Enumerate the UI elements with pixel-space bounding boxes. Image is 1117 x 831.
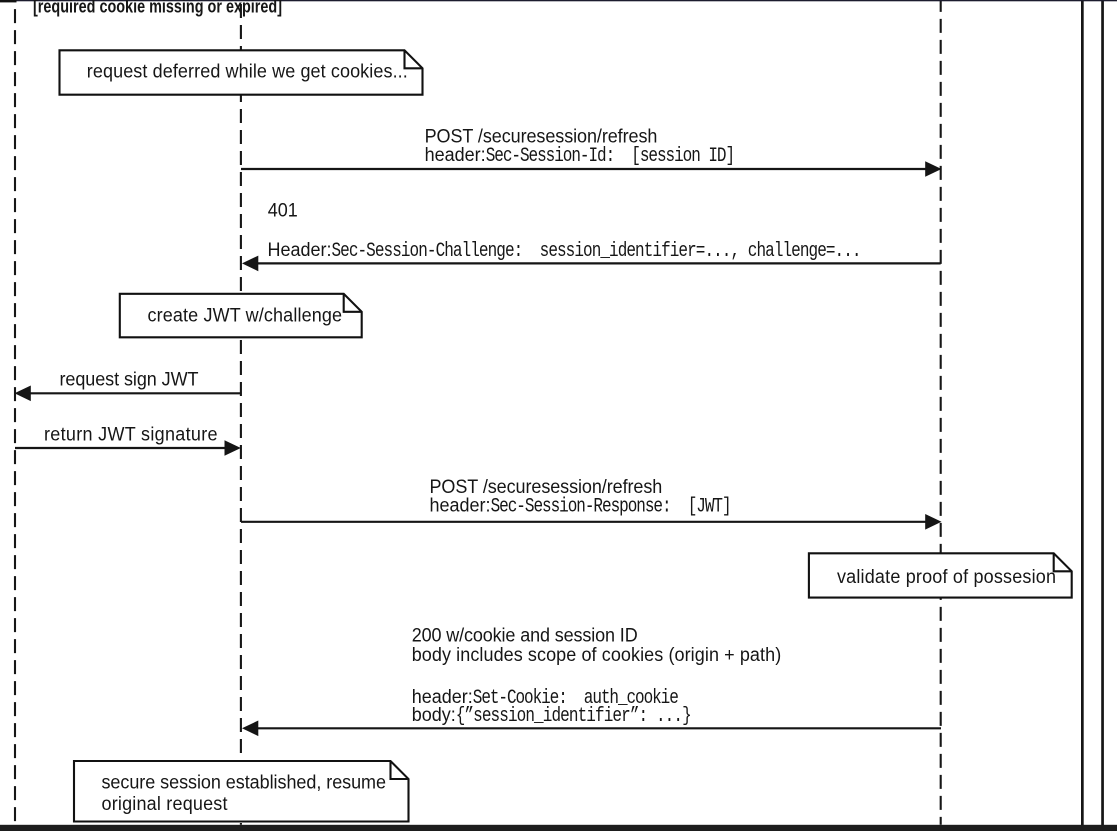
svg-text:header:: header:	[412, 686, 473, 708]
svg-text:body:: body:	[412, 704, 456, 726]
svg-text:Sec-Session-Challenge: sessio: Sec-Session-Challenge: session_identifie…	[332, 240, 862, 262]
svg-text:POST /securesession/refresh: POST /securesession/refresh	[425, 126, 658, 148]
svg-text:Sec-Session-Response: [JWT]: Sec-Session-Response: [JWT]	[491, 496, 732, 518]
svg-text:original request: original request	[102, 793, 229, 815]
svg-text:Header:: Header:	[268, 239, 332, 261]
svg-text:{”session_identifier”: ...}: {”session_identifier”: ...}	[456, 705, 692, 727]
svg-text:[required cookie missing or ex: [required cookie missing or expired]	[33, 0, 282, 16]
svg-text:request deferred while we get: request deferred while we get cookies...	[87, 61, 408, 83]
svg-text:validate proof of possesion: validate proof of possesion	[837, 566, 1056, 588]
svg-text:Sec-Session-Id: [session ID]: Sec-Session-Id: [session ID]	[486, 146, 735, 168]
svg-text:request sign JWT: request sign JWT	[60, 369, 199, 391]
svg-text:secure session established, re: secure session established, resume	[102, 772, 387, 794]
svg-text:Set-Cookie: auth_cookie: Set-Cookie: auth_cookie	[473, 688, 679, 710]
svg-text:create JWT w/challenge: create JWT w/challenge	[148, 305, 343, 327]
svg-text:header:: header:	[425, 144, 486, 166]
svg-text:body includes scope of cookies: body includes scope of cookies (origin +…	[412, 644, 782, 666]
svg-text:401: 401	[268, 200, 298, 222]
svg-text:header:: header:	[430, 495, 491, 517]
svg-text:return JWT signature: return JWT signature	[44, 424, 217, 446]
svg-text:POST /securesession/refresh: POST /securesession/refresh	[430, 476, 663, 498]
svg-text:200 w/cookie and session ID: 200 w/cookie and session ID	[412, 625, 638, 647]
